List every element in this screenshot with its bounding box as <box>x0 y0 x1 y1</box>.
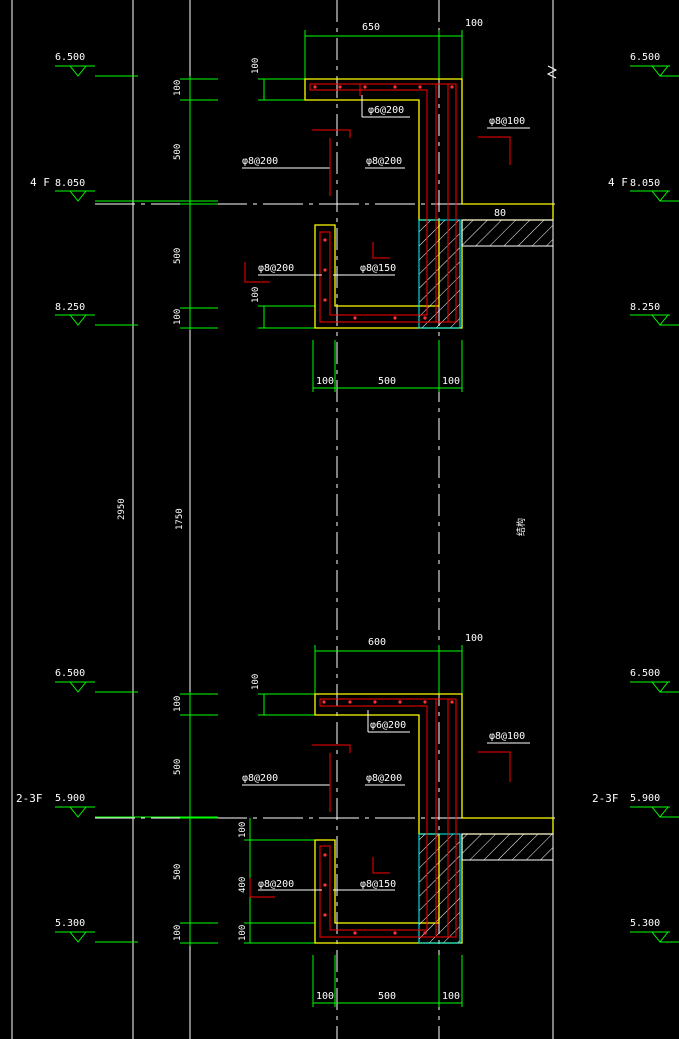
middle-dims: 2950 1750 结构 <box>117 498 527 536</box>
level-label-bot-r2: 5.900 <box>630 793 660 804</box>
slab-hatch-bottom <box>461 833 554 861</box>
slab-hatch-top <box>461 219 554 247</box>
dim-v-bot-small-4: 100 <box>238 925 248 941</box>
note-label: 结构 <box>515 518 527 536</box>
rebar-label-top-6: φ8@150 <box>360 263 396 274</box>
top-section: 6.500 8.050 8.250 4 F 6.500 8.050 8.250 … <box>30 18 679 392</box>
beam-outline-bottom <box>314 693 554 944</box>
dim-v-bot-100b: 100 <box>173 925 183 941</box>
dim-bottom-1-top: 100 <box>316 376 334 387</box>
level-label-top-r1: 6.500 <box>630 52 660 63</box>
level-label-bot-r3: 5.300 <box>630 918 660 929</box>
dim-top-right-top: 100 <box>465 18 483 29</box>
rebar-label-bot-3: φ8@200 <box>242 773 278 784</box>
rebar-label-bot-4: φ8@200 <box>366 773 402 784</box>
rebar-dots-bottom <box>322 700 454 935</box>
level-label-bot-3: 5.300 <box>55 918 85 929</box>
dim-v-bot-small-2: 100 <box>238 822 248 838</box>
red-ticks-top <box>244 129 511 283</box>
level-markers-right-top <box>630 65 679 326</box>
rebar-label-top-3: φ8@200 <box>242 156 278 167</box>
level-label-top-2: 8.050 <box>55 178 85 189</box>
dim-v-bot-500b: 500 <box>173 864 183 880</box>
level-label-bot-1: 6.500 <box>55 668 85 679</box>
dim-top-right-bottom: 100 <box>465 633 483 644</box>
bottom-section: 6.500 5.900 5.300 2-3F 6.500 5.900 5.300… <box>16 633 679 1007</box>
rebar-label-top-2: φ8@100 <box>489 116 525 127</box>
leaders-top <box>242 95 530 276</box>
dim-v-top-small-2: 100 <box>251 287 261 303</box>
vertical-dims-top <box>180 76 315 330</box>
dim-v-bot-500a: 500 <box>173 759 183 775</box>
dim-top-width-bottom: 600 <box>368 637 386 648</box>
dim-top-width-top: 650 <box>362 22 380 33</box>
level-label-bot-r1: 6.500 <box>630 668 660 679</box>
dim-bottom-2-top: 500 <box>378 376 396 387</box>
dim-middle: 1750 <box>175 508 185 530</box>
dim-bottom-3-bottom: 100 <box>442 991 460 1002</box>
floor-label-top-right: 4 F <box>608 176 628 189</box>
level-markers-left-top <box>55 65 218 326</box>
leaders-bottom <box>242 710 530 891</box>
floor-label-top-left: 4 F <box>30 176 50 189</box>
red-ticks-bottom <box>249 744 511 898</box>
vertical-dims-bottom <box>180 692 315 946</box>
dim-v-top-100a: 100 <box>173 80 183 96</box>
horizontal-dims-top <box>304 30 463 392</box>
dim-bottom-3-top: 100 <box>442 376 460 387</box>
dim-total: 2950 <box>117 498 127 520</box>
rebar-label-top-1: φ6@200 <box>368 105 404 116</box>
level-label-top-r3: 8.250 <box>630 302 660 313</box>
beam-outline-top <box>304 78 554 329</box>
rebar-label-bot-1: φ6@200 <box>370 720 406 731</box>
dim-v-top-500a: 500 <box>173 144 183 160</box>
rebar-dots-top <box>313 85 454 320</box>
level-label-bot-2: 5.900 <box>55 793 85 804</box>
dim-v-top-small-1: 100 <box>251 58 261 74</box>
rebar-label-bot-5: φ8@200 <box>258 879 294 890</box>
rebar-label-bot-6: φ8@150 <box>360 879 396 890</box>
floor-label-bot-right: 2-3F <box>592 792 619 805</box>
rebar-label-bot-2: φ8@100 <box>489 731 525 742</box>
rebar-label-top-4: φ8@200 <box>366 156 402 167</box>
rebars-top <box>309 83 457 323</box>
dim-bottom-1-bottom: 100 <box>316 991 334 1002</box>
dim-v-bot-100a: 100 <box>173 696 183 712</box>
dim-v-bot-small-1: 100 <box>251 674 261 690</box>
column-hatch-bottom <box>418 833 461 944</box>
dim-v-top-500b: 500 <box>173 248 183 264</box>
level-markers-left-bottom <box>55 681 218 943</box>
break-symbol <box>546 65 558 79</box>
rebar-label-top-5: φ8@200 <box>258 263 294 274</box>
dim-bottom-2-bottom: 500 <box>378 991 396 1002</box>
floor-label-bot-left: 2-3F <box>16 792 43 805</box>
column-hatch-top <box>418 219 461 329</box>
horizontal-dims-bottom <box>312 645 463 1007</box>
level-markers-right-bottom <box>630 681 679 943</box>
dim-v-bot-small-3: 400 <box>238 877 248 893</box>
level-label-top-3: 8.250 <box>55 302 85 313</box>
dim-slab-top: 80 <box>494 208 506 219</box>
dim-v-top-100b: 100 <box>173 309 183 325</box>
level-label-top-1: 6.500 <box>55 52 85 63</box>
rebars-bottom <box>319 698 457 938</box>
level-label-top-r2: 8.050 <box>630 178 660 189</box>
